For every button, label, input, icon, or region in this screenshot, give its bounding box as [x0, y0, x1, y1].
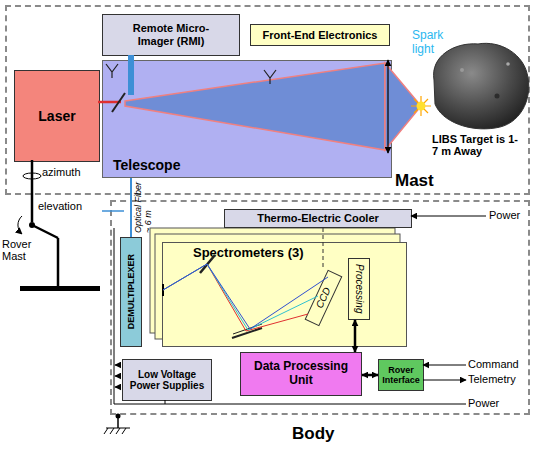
- telescope-box: Telescope: [102, 60, 392, 178]
- box-label: Thermo-Electric Cooler: [257, 212, 379, 225]
- grating-symbol: [232, 328, 262, 338]
- rock-texture: [495, 94, 500, 99]
- processing-box: Processing: [348, 258, 370, 320]
- light-beam: [385, 63, 421, 150]
- box-label: Telescope: [113, 157, 180, 173]
- imager-box: Remote Micro-Imager (RMI): [102, 14, 240, 56]
- data-link: [354, 320, 357, 352]
- rock-texture: [506, 62, 510, 66]
- group-title: Mast: [395, 171, 434, 191]
- dpu-box: Data Processing Unit: [240, 352, 362, 396]
- group-title: Body: [292, 424, 335, 444]
- mirror-symbol: [112, 93, 125, 112]
- box-label: Remote Micro-Imager (RMI): [117, 22, 225, 47]
- spark-symbol: [417, 102, 426, 111]
- entrance-slit: [162, 284, 164, 296]
- connector-layer: [131, 178, 378, 375]
- laser-ray: [98, 101, 121, 104]
- box-label: Low Voltage Power Supplies: [125, 369, 209, 392]
- laser-box: Laser: [14, 70, 100, 162]
- lens-symbol: [264, 70, 276, 84]
- light-beam: [125, 63, 385, 150]
- demultiplexer-box: DEMULTIPLEXER: [120, 237, 142, 347]
- grating-symbol: [233, 324, 262, 334]
- mast-post: [31, 160, 34, 222]
- ground-symbol: [104, 428, 130, 434]
- power-supply-box: Low Voltage Power Supplies: [122, 359, 212, 401]
- spark-label: Spark light: [412, 28, 454, 56]
- mast-arm: [32, 225, 58, 238]
- collimator-mirror: [200, 255, 215, 273]
- cooler-box: Thermo-Electric Cooler: [224, 209, 412, 228]
- fiber-coupler: [128, 55, 134, 95]
- motion-label: azimuth: [42, 166, 81, 178]
- mast-joint: [29, 222, 35, 228]
- data-link: [362, 374, 378, 377]
- command-wire: [423, 365, 466, 366]
- mast-group: Mast Remote Micro-Imager (RMI) Front-End E…: [5, 5, 530, 195]
- signal-label: Power: [489, 209, 520, 221]
- spectrometer-box: Spectrometers (3) CCD Processing: [162, 242, 407, 347]
- elevation-arrow: [18, 216, 22, 234]
- signal-label: Telemetry: [468, 373, 516, 385]
- power-wire: [165, 400, 166, 404]
- box-label: Data Processing Unit: [246, 360, 356, 388]
- ccd-box: CCD: [304, 270, 342, 327]
- spectral-ray: [163, 264, 308, 331]
- interface-box: Rover Interface: [378, 359, 424, 391]
- target-note: LIBS Target is 1-7 m Away: [432, 133, 520, 157]
- edge-label: Optical Fiber ~ 6 m: [133, 175, 153, 233]
- supply-arrow: [115, 376, 120, 377]
- rover-deck: [20, 286, 100, 291]
- body-group: BodyDEMULTIPLEXERThermo-Electric CoolerS…: [110, 200, 530, 415]
- motion-label: elevation: [38, 200, 82, 212]
- box-label: Spectrometers (3): [193, 246, 304, 261]
- cooling-link: [323, 228, 324, 270]
- box-label: Laser: [38, 108, 75, 124]
- signal-label: Power: [468, 397, 499, 409]
- lens-symbol: [106, 64, 118, 78]
- primary-mirror: [387, 60, 388, 153]
- rock-texture: [460, 68, 464, 72]
- ground-symbol: [116, 414, 121, 419]
- spark-rays: [411, 96, 431, 116]
- box-label: Processing: [353, 264, 365, 313]
- azimuth-arrow: [23, 173, 41, 179]
- mast-post: [57, 238, 60, 288]
- supply-arrow: [115, 387, 120, 388]
- power-bus: [114, 228, 466, 404]
- electronics-box: Front-End Electronics: [250, 24, 390, 46]
- supply-arrow: [115, 365, 120, 366]
- box-label: CCD: [313, 286, 333, 311]
- box-label: Front-End Electronics: [263, 29, 378, 42]
- spectral-ray: [163, 264, 318, 330]
- box-label: DEMULTIPLEXER: [126, 254, 136, 329]
- box-label: Rover Interface: [379, 365, 423, 386]
- rock-target: [434, 43, 529, 129]
- telemetry-wire: [423, 380, 466, 381]
- signal-label: Command: [468, 358, 519, 370]
- spectral-ray: [163, 264, 328, 329]
- ground-symbol: [117, 416, 119, 428]
- fiber-adjust-symbol: [102, 210, 124, 212]
- power-wire: [411, 216, 486, 217]
- part-label: Rover Mast: [2, 238, 42, 262]
- optical-fiber: [130, 178, 132, 237]
